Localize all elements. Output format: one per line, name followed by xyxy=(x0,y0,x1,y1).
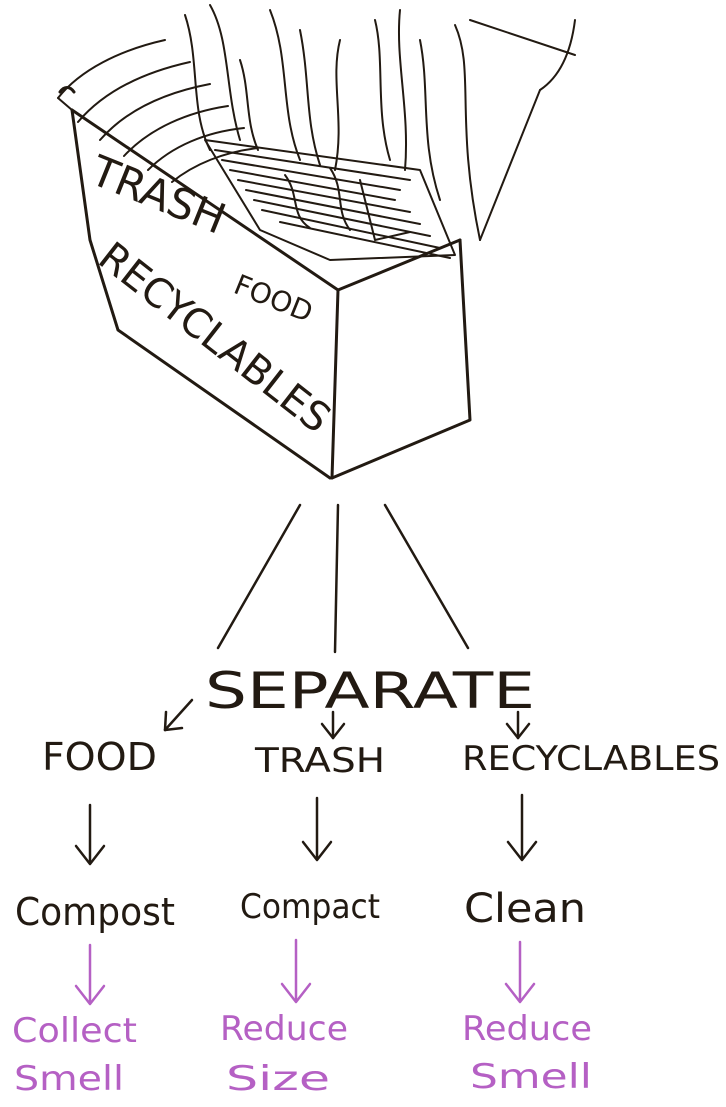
result-trash-line2: Size xyxy=(226,1059,330,1099)
category-food: FOOD xyxy=(42,735,157,779)
funnel-lines xyxy=(218,505,468,652)
separate-heading: SEPARATE xyxy=(205,662,535,720)
process-compact: Compact xyxy=(240,887,380,927)
box-contents-scribble xyxy=(205,140,455,260)
arrow-compost-to-result xyxy=(76,945,104,1004)
result-recyclables-line2: Smell xyxy=(470,1057,592,1097)
category-recyclables: RECYCLABLES xyxy=(462,739,720,779)
trash-box-illustration: TRASH FOOD RECYCLABLES xyxy=(58,5,575,478)
column-trash: TRASH Compact Reduce Size xyxy=(220,741,385,1099)
box-labels: TRASH FOOD RECYCLABLES xyxy=(83,145,338,442)
arrow-to-food xyxy=(165,700,192,730)
arrow-recyclables-to-clean xyxy=(508,795,536,860)
arrow-food-to-compost xyxy=(76,805,104,864)
result-recyclables-line1: Reduce xyxy=(462,1009,592,1049)
box-label-food: FOOD xyxy=(229,268,317,329)
result-food-line1: Collect xyxy=(12,1011,137,1051)
result-food-line2: Smell xyxy=(14,1059,124,1099)
process-clean: Clean xyxy=(464,886,586,932)
arrow-trash-to-compact xyxy=(303,798,331,860)
column-food: FOOD Compost Collect Smell xyxy=(12,735,175,1099)
column-recyclables: RECYCLABLES Clean Reduce Smell xyxy=(462,739,720,1097)
result-trash-line1: Reduce xyxy=(220,1009,348,1049)
arrow-compact-to-result xyxy=(282,940,310,1002)
category-trash: TRASH xyxy=(254,741,385,781)
process-compost: Compost xyxy=(15,890,175,934)
arrow-clean-to-result xyxy=(506,942,534,1002)
